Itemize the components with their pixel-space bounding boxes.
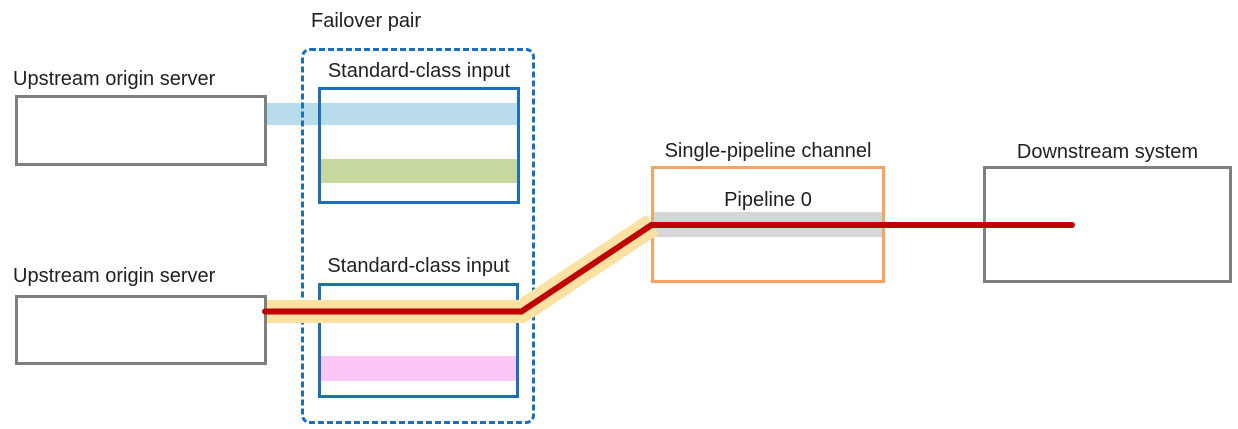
standard-class-input-label-top: Standard-class input: [327, 60, 511, 82]
input-slot-green-band: [320, 159, 519, 183]
failover-pair-label: Failover pair: [311, 10, 422, 32]
standby-input-band: [267, 103, 519, 125]
standard-class-input-label-bottom: Standard-class input: [327, 255, 510, 277]
upstream-origin-server-box-top: [15, 95, 267, 166]
upstream-origin-server-label-top: Upstream origin server: [13, 68, 216, 90]
upstream-origin-server-box-bottom: [15, 295, 267, 365]
downstream-system-label: Downstream system: [1016, 141, 1199, 163]
single-pipeline-channel-box: [651, 166, 885, 283]
standard-class-input-box-bottom: [318, 283, 519, 398]
pipeline-0-label: Pipeline 0: [724, 189, 812, 211]
downstream-system-box: [983, 166, 1232, 283]
standard-class-input-box-top: [318, 87, 520, 204]
input-slot-pink-band: [320, 356, 518, 381]
upstream-origin-server-label-bottom: Upstream origin server: [13, 265, 216, 287]
single-pipeline-channel-label: Single-pipeline channel: [664, 140, 872, 162]
